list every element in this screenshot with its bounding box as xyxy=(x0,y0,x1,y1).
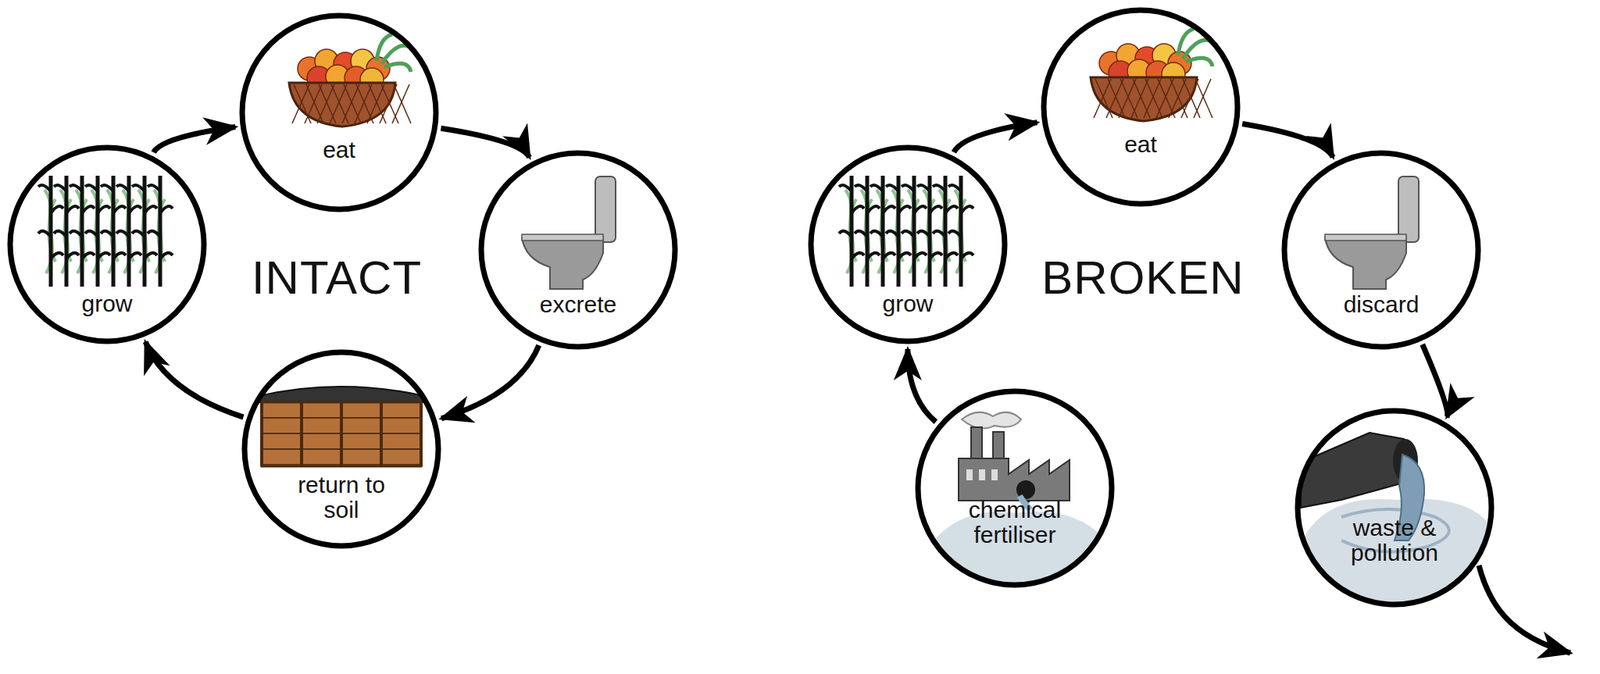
process-circle: excrete xyxy=(478,150,679,350)
node-label: waste & pollution xyxy=(1344,515,1445,566)
node-label: chemical fertiliser xyxy=(964,497,1065,548)
circle-outline xyxy=(478,150,679,350)
flow-arrow xyxy=(153,127,236,154)
flow-arrow xyxy=(440,128,529,158)
node-label: grow xyxy=(81,291,133,317)
flow-arrow xyxy=(1422,344,1448,418)
corn-icon xyxy=(38,175,173,287)
process-circle: waste & pollution xyxy=(1294,407,1495,608)
node-label: discard xyxy=(1343,292,1420,318)
process-circle: discard xyxy=(1281,150,1482,350)
process-circle: chemical fertiliser xyxy=(914,388,1115,589)
process-circle: grow xyxy=(807,144,1008,345)
process-circle: eat xyxy=(239,12,440,213)
node-label: excrete xyxy=(539,292,617,318)
node-label: eat xyxy=(1124,132,1158,158)
toilet-icon xyxy=(1325,176,1419,290)
corn-icon xyxy=(839,175,974,287)
flow-arrow xyxy=(1242,124,1333,158)
flow-arrow xyxy=(145,342,243,418)
node-label: eat xyxy=(322,137,356,163)
circle-outline xyxy=(239,12,440,213)
node-label: grow xyxy=(882,291,933,317)
compost-icon xyxy=(258,386,425,467)
node-label: return to soil xyxy=(291,472,392,523)
circle-outline xyxy=(1040,7,1241,208)
flow-arrow xyxy=(953,122,1038,153)
toilet-icon xyxy=(521,176,616,290)
bowl-icon xyxy=(289,34,411,127)
circle-outline xyxy=(914,388,1115,589)
cycle-title: INTACT xyxy=(251,250,422,305)
process-circle: eat xyxy=(1040,7,1241,208)
outflow-arrow xyxy=(1478,565,1571,654)
bowl-icon xyxy=(1090,28,1213,122)
process-circle: return to soil xyxy=(241,349,442,550)
flow-arrow xyxy=(441,345,540,419)
circle-outline xyxy=(1294,407,1495,608)
circle-outline xyxy=(1281,150,1482,350)
flow-arrow xyxy=(907,349,936,422)
process-circle: grow xyxy=(7,144,208,345)
cycle-title: BROKEN xyxy=(1041,250,1244,305)
